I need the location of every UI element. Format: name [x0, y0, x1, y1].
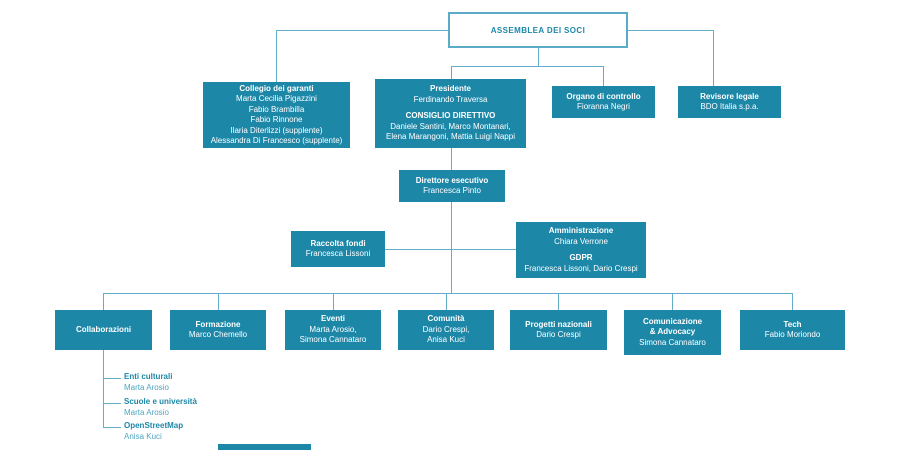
member-name: Alessandra Di Francesco (supplente) [210, 136, 343, 145]
member-name: Fabio Brambilla [248, 104, 305, 114]
node-organo-di-controllo: Organo di controllo Fioranna Negri [552, 86, 655, 118]
member-name: Marco Chemello [188, 330, 248, 339]
node-comunita: Comunità Dario Crespi, Anisa Kuci [398, 310, 494, 350]
member-name: Simona Cannataro [299, 335, 367, 345]
member-name: Ferdinando Traversa [413, 94, 488, 104]
member-name: Chiara Verrone [554, 236, 608, 246]
node-title: Revisore legale [700, 91, 759, 101]
connector-line [103, 403, 121, 404]
node-assemblea-dei-soci: ASSEMBLEA DEI SOCI [448, 12, 628, 48]
node-revisore-legale: Revisore legale BDO Italia s.p.a. [678, 86, 781, 118]
member-name: Francesca Lissoni, Dario Crespi [524, 263, 638, 273]
node-presidente-consiglio-direttivo: Presidente Ferdinando Traversa CONSIGLIO… [375, 79, 526, 148]
connector-line [451, 148, 452, 170]
subitem-name: Anisa Kuci [124, 432, 162, 441]
member-name: Fioranna Negri [577, 102, 630, 111]
subitem-enti-culturali: Enti culturali Marta Arosio [124, 371, 172, 393]
node-direttore-esecutivo: Direttore esecutivo Francesca Pinto [399, 170, 505, 202]
node-subtitle: CONSIGLIO DIRETTIVO [405, 111, 496, 121]
member-name: Ilaria Diterlizzi (supplente) [230, 125, 323, 135]
node-title: Direttore esecutivo [415, 175, 489, 185]
member-name: Simona Cannataro [639, 337, 706, 347]
connector-line [451, 66, 603, 67]
connector-line [672, 293, 673, 310]
connector-line [451, 202, 452, 293]
node-title: Formazione [195, 319, 241, 329]
node-title: Tech [783, 319, 802, 329]
node-title: ASSEMBLEA DEI SOCI [490, 25, 586, 35]
node-tech: Tech Fabio Moriondo [740, 310, 845, 350]
node-title: Collegio dei garanti [239, 83, 314, 93]
node-title: Raccolta fondi [310, 238, 366, 248]
node-title: Comunicazione [642, 316, 703, 326]
node-eventi: Eventi Marta Arosio, Simona Cannataro [285, 310, 381, 350]
member-name: Dario Crespi, [422, 324, 470, 334]
connector-line [103, 293, 104, 310]
connector-line [792, 293, 793, 310]
member-name: Daniele Santini, Marco Montanari, [390, 121, 511, 131]
node-title: Collaborazioni [75, 324, 132, 334]
connector-line [103, 350, 104, 427]
connector-line [218, 293, 219, 310]
connector-line [333, 293, 334, 310]
node-amministrazione-gdpr: Amministrazione Chiara Verrone GDPR Fran… [516, 222, 646, 278]
node-raccolta-fondi: Raccolta fondi Francesca Lissoni [291, 231, 385, 267]
connector-line [713, 30, 714, 86]
subitem-title: Scuole e università [124, 397, 197, 406]
node-subtitle: GDPR [569, 253, 593, 262]
connector-line [103, 293, 792, 294]
node-formazione: Formazione Marco Chemello [170, 310, 266, 350]
connector-line [276, 30, 448, 31]
subitem-name: Marta Arosio [124, 408, 169, 417]
connector-line [103, 378, 121, 379]
member-name: Marta Cecilia Pigazzini [236, 94, 317, 103]
node-collaborazioni: Collaborazioni [55, 310, 152, 350]
connector-line [603, 66, 604, 86]
node-title: Presidente [430, 84, 471, 94]
connector-line [628, 30, 713, 31]
connector-line [385, 249, 516, 250]
member-name: Fabio Rinnone [250, 115, 303, 124]
node-title: Progetti nazionali [525, 319, 592, 329]
connector-line [558, 293, 559, 310]
node-title: Amministrazione [548, 226, 614, 235]
member-name: Anisa Kuci [427, 335, 465, 345]
subitem-title: Enti culturali [124, 372, 173, 381]
member-name: Francesca Lissoni [305, 249, 371, 258]
subitem-scuole-universita: Scuole e università Marta Arosio [124, 396, 197, 418]
connector-line [103, 427, 121, 428]
member-name: Elena Marangoni, Mattia Luigi Nappi [386, 132, 515, 142]
member-name: Marta Arosio, [309, 324, 357, 334]
subitem-title: OpenStreetMap [124, 421, 184, 430]
node-collegio-dei-garanti: Collegio dei garanti Marta Cecilia Pigaz… [203, 82, 350, 148]
connector-line [451, 66, 452, 79]
member-name: Dario Crespi [536, 330, 581, 339]
connector-line [446, 293, 447, 310]
node-title: Comunità [427, 314, 465, 324]
subitem-openstreetmap: OpenStreetMap Anisa Kuci [124, 420, 183, 442]
node-title: Eventi [320, 314, 345, 324]
member-name: Francesca Pinto [423, 186, 481, 195]
member-name: Fabio Moriondo [764, 330, 821, 339]
connector-line [276, 30, 277, 82]
node-title: & Advocacy [649, 327, 696, 337]
node-title: Organo di controllo [566, 91, 641, 101]
node-comunicazione-advocacy: Comunicazione & Advocacy Simona Cannatar… [624, 310, 721, 355]
partial-node-cutoff [218, 444, 311, 450]
node-progetti-nazionali: Progetti nazionali Dario Crespi [510, 310, 607, 350]
connector-line [538, 48, 539, 66]
subitem-name: Marta Arosio [124, 383, 169, 392]
member-name: BDO Italia s.p.a. [700, 102, 759, 111]
